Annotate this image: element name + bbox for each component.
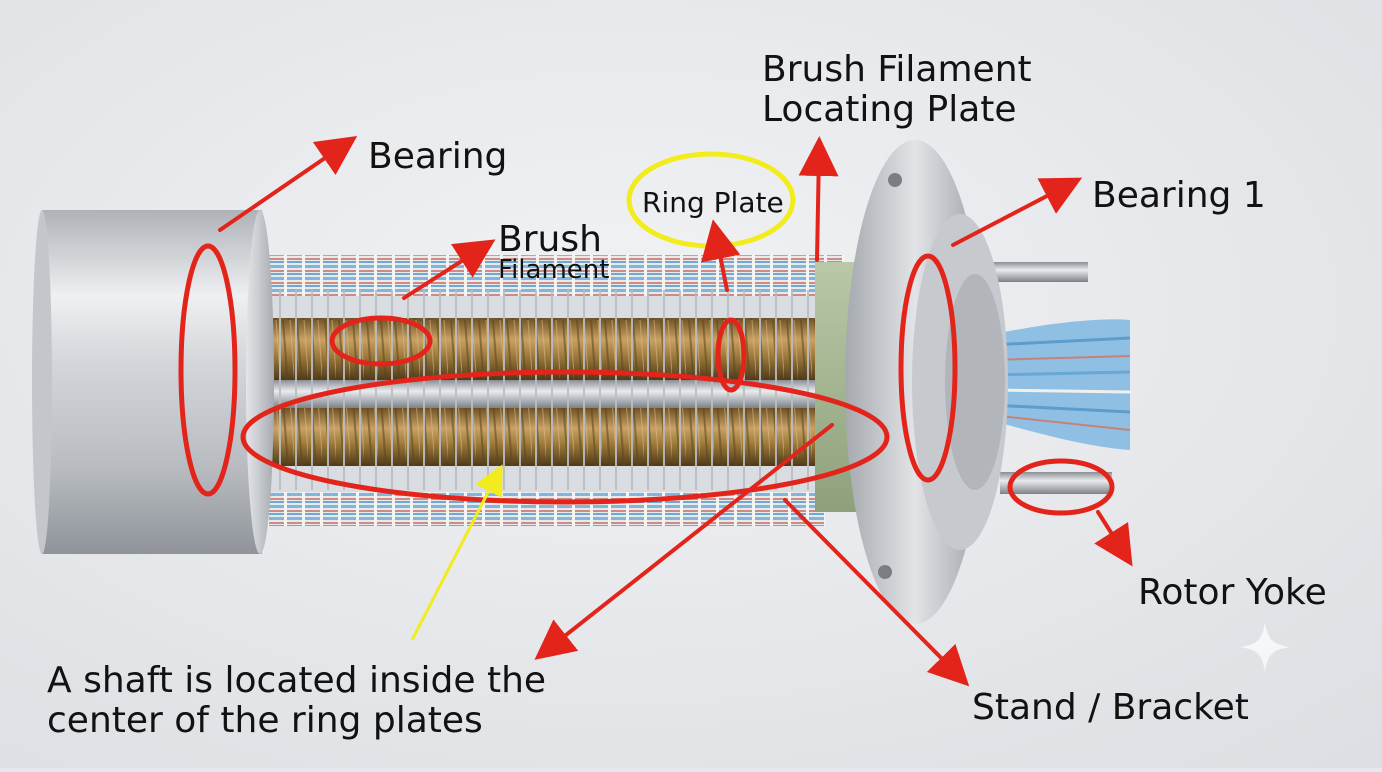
rotor-yoke-rod [1000,472,1112,494]
bearing-highlight [178,243,238,497]
rotor-yoke-highlight [1007,458,1115,516]
brush-filament-pins [262,290,842,490]
locating-plate-arrow [798,136,839,262]
bearing-1-label: Bearing 1 [1092,175,1266,216]
brush-filament-locating-plate-line1: Brush Filament [762,49,1032,90]
shaft-caption: A shaft is located inside the center of … [47,661,546,740]
bearing-1-highlight [898,253,958,483]
upper-rod [990,262,1088,282]
rotor-yoke-label: Rotor Yoke [1138,572,1327,613]
flange-hole-bottom [878,565,892,579]
left-cylinder-face [246,210,274,554]
red-arrows [218,135,1133,687]
bearing-1-arrow [951,177,1083,247]
brush-filament-highlight [329,315,433,367]
ring-plate-label: Ring Plate [642,186,784,219]
shaft-caption-line2: center of the ring plates [47,699,483,741]
flange-hole-top [888,173,902,187]
bearing-arrow [218,135,358,232]
exit-wire-bundle [989,319,1131,450]
shaft-highlight [240,369,890,505]
brush-filament-label: Brush Filament [498,219,610,286]
brush-label-line1: Brush [498,219,602,260]
ring-plate-highlight [715,317,747,393]
brush-filament-locating-plate-line2: Locating Plate [762,89,1017,131]
brush-filament-locating-plate-label: Brush Filament Locating Plate [762,49,1032,131]
left-cylinder-end [32,210,52,554]
ring-plate-arrow [701,219,741,292]
shaft-caption-line1: A shaft is located inside the [47,660,547,701]
stand-arrow [783,498,970,687]
rotor-yoke-arrow [1094,510,1133,567]
red-highlights [178,243,1115,516]
left-bearing-cylinder [42,210,262,554]
flange-hub-inner [945,274,1005,490]
brush-arrow [402,239,496,300]
shaft-arrow [534,423,834,660]
stand-bracket-label: Stand / Bracket [972,687,1249,728]
bearing-label: Bearing [368,136,508,177]
brush-label-line2: Filament [498,255,610,286]
sparkle-icon [1240,622,1290,672]
shaft-yellow-arrow [410,464,503,641]
